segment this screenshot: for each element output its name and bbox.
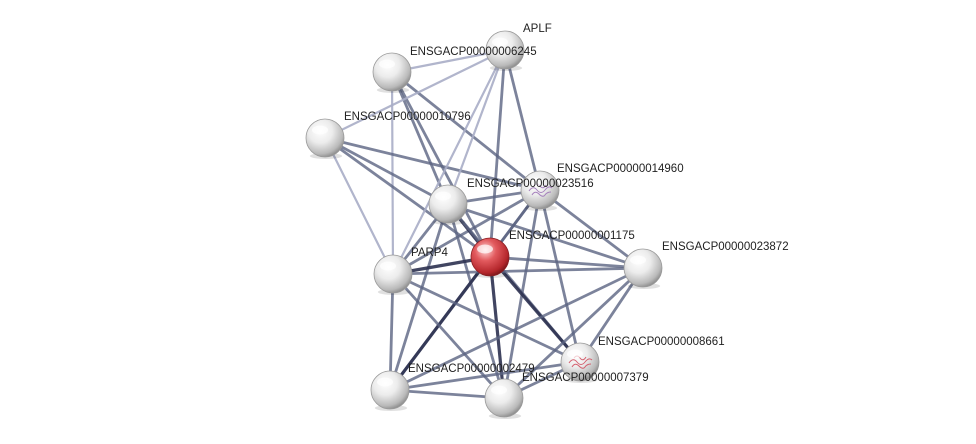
node-sphere[interactable]: [520, 170, 560, 210]
node-highlight: [379, 59, 395, 69]
edge-ENSGACP00000014960-PARP4[interactable]: [391, 188, 542, 276]
edge-ENSGACP00000023516-ENSGACP00000007379[interactable]: [446, 202, 506, 400]
query-node-sphere[interactable]: [470, 237, 510, 277]
node-ENSGACP00000023516[interactable]: [428, 184, 468, 225]
node-highlight: [435, 191, 451, 201]
edge-ENSGACP00000023872-ENSGACP00000002479[interactable]: [388, 266, 645, 392]
node-ENSGACP00000014960[interactable]: [520, 170, 560, 211]
node-sphere[interactable]: [305, 118, 345, 158]
node-highlight: [377, 377, 393, 387]
node-label-ENSGACP00000023516: ENSGACP00000023516: [467, 178, 594, 190]
labels-layer: APLF ENSGACP00000006245ENSGACP00000010796…: [344, 23, 789, 384]
node-label-ENSGACP00000014960: ENSGACP00000014960: [557, 163, 684, 175]
node-sphere[interactable]: [428, 184, 468, 224]
edges-layer: [323, 48, 645, 400]
edge-ENSGACP00000006245-ENSGACP00000001175[interactable]: [390, 70, 492, 259]
node-highlight: [312, 125, 328, 135]
node-label-ENSGACP00000023872: ENSGACP00000023872: [662, 241, 789, 253]
edge-ENSGACP00000008661-ENSGACP00000002479[interactable]: [388, 360, 582, 392]
edge-ENSGACP00000010796-APLF[interactable]: [323, 48, 507, 140]
node-highlight: [492, 37, 508, 47]
node-label-ENSGACP00000010796: ENSGACP00000010796: [344, 111, 471, 123]
edge-ENSGACP00000010796-ENSGACP00000014960[interactable]: [323, 136, 542, 192]
node-label-ENSGACP00000002479: ENSGACP00000002479: [408, 363, 535, 375]
edge-ENSGACP00000001175-ENSGACP00000002479[interactable]: [388, 255, 492, 392]
node-ENSGACP00000010796[interactable]: [305, 118, 345, 159]
edge-ENSGACP00000010796-PARP4[interactable]: [323, 136, 395, 276]
node-highlight: [491, 385, 507, 395]
node-ENSGACP00000023872[interactable]: [623, 248, 663, 289]
node-label-ENSGACP00000007379: ENSGACP00000007379: [522, 372, 649, 384]
edge-ENSGACP00000010796-ENSGACP00000001175[interactable]: [323, 136, 492, 259]
node-ENSGACP00000001175[interactable]: [470, 237, 510, 278]
edge-ENSGACP00000014960-ENSGACP00000023872[interactable]: [538, 188, 645, 270]
edge-APLF-PARP4[interactable]: [391, 48, 507, 276]
node-label-ENSGACP00000008661: ENSGACP00000008661: [598, 336, 725, 348]
edge-ENSGACP00000006245-ENSGACP00000014960[interactable]: [390, 70, 542, 192]
node-PARP4[interactable]: [373, 254, 413, 295]
node-sphere[interactable]: [373, 254, 413, 294]
node-label-APLF: APLF: [523, 23, 552, 35]
edge-ENSGACP00000001175-ENSGACP00000008661[interactable]: [488, 255, 582, 364]
node-highlight: [477, 244, 493, 254]
node-sphere[interactable]: [372, 52, 412, 92]
nodes-layer: [305, 30, 663, 419]
edge-APLF-ENSGACP00000023516[interactable]: [446, 48, 507, 206]
edge-PARP4-ENSGACP00000008661[interactable]: [391, 272, 582, 364]
node-sphere[interactable]: [623, 248, 663, 288]
node-label-PARP4: PARP4: [411, 247, 448, 259]
node-sphere[interactable]: [370, 370, 410, 410]
node-ENSGACP00000002479[interactable]: [370, 370, 410, 411]
edge-ENSGACP00000010796-ENSGACP00000023516[interactable]: [323, 136, 450, 206]
node-ENSGACP00000008661[interactable]: [560, 342, 600, 383]
edge-APLF-ENSGACP00000014960[interactable]: [503, 48, 542, 192]
node-label-ENSGACP00000001175: ENSGACP00000001175: [509, 230, 635, 242]
node-highlight: [630, 255, 646, 265]
edge-ENSGACP00000023516-ENSGACP00000002479[interactable]: [388, 202, 450, 392]
node-label-ENSGACP00000006245: ENSGACP00000006245: [410, 46, 537, 58]
node-highlight: [567, 349, 583, 359]
node-APLF[interactable]: [485, 30, 525, 71]
edge-ENSGACP00000023872-ENSGACP00000007379[interactable]: [502, 266, 645, 400]
node-ENSGACP00000007379[interactable]: [484, 378, 524, 419]
edge-ENSGACP00000001175-ENSGACP00000023872[interactable]: [488, 255, 645, 270]
edge-APLF-ENSGACP00000001175[interactable]: [488, 48, 507, 259]
edge-ENSGACP00000023516-ENSGACP00000023872[interactable]: [446, 202, 645, 270]
edge-PARP4-ENSGACP00000023872[interactable]: [391, 266, 645, 276]
node-highlight: [527, 177, 543, 187]
node-sphere[interactable]: [484, 378, 524, 418]
node-highlight: [380, 261, 396, 271]
node-ENSGACP00000006245[interactable]: [372, 52, 412, 93]
